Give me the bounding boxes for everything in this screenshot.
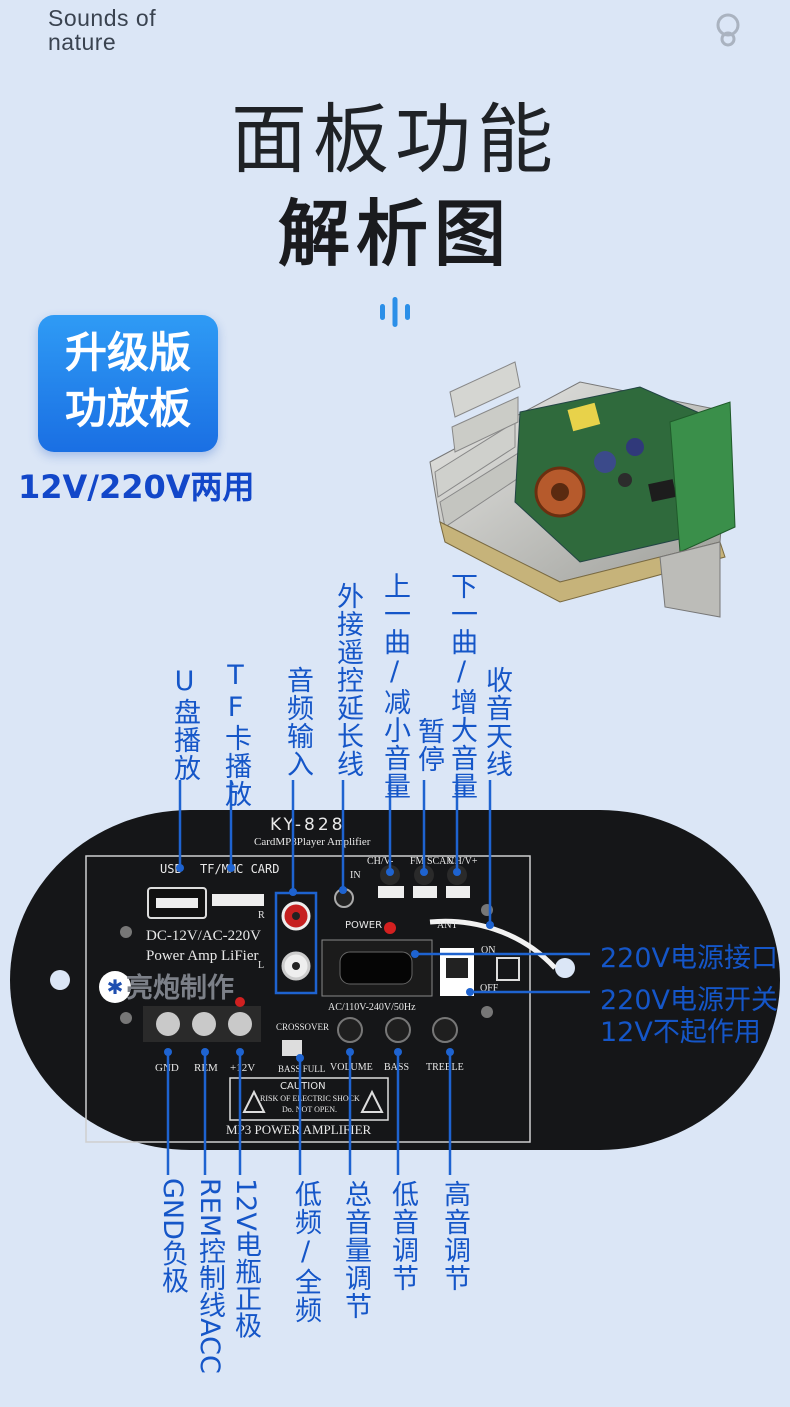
label-volume-adjust: 总音量调节 [340,1180,371,1320]
watermark: 亮炮制作 [126,973,234,1004]
badge-line1: 升级版 [64,328,191,377]
panel-subtitle: CardMP3Player Amplifier [254,836,371,848]
chv-minus-label: CH/V- [367,856,394,867]
label-remote-extension: 外接遥控延长线 [332,582,363,778]
brand-line2: nature [48,29,117,55]
page-subtitle: 解析图 [277,192,512,276]
tf-slot-label: TF/MMC CARD [200,862,280,876]
label-220v-port: 220V电源接口 [600,943,779,974]
caution-label: CAUTION [280,1081,326,1092]
label-usb-play: U盘播放 [169,666,200,782]
antenna-label: ANT [437,920,458,931]
bass-full-label: BASS FULL [278,1064,326,1074]
label-bass-adjust: 低音调节 [387,1180,418,1292]
panel-footer: MP3 POWER AMPLIFIER [226,1122,372,1137]
label-tf-play: TF卡播放 [220,660,251,808]
label-12v-note: 12V不起作用 [600,1017,761,1048]
bass-knob-label: BASS [384,1062,410,1073]
label-next-volume-up: 下一曲/增大音量 [446,572,477,800]
label-treble-adjust: 高音调节 [439,1180,470,1292]
label-prev-volume-down: 上一曲/减小音量 [379,572,410,800]
amplifier-panel: ✱ [10,810,780,1150]
upgrade-badge: 升级版 功放板 [38,315,218,452]
plus12v-terminal-label: +12V [230,1062,256,1074]
label-antenna: 收音天线 [481,666,512,778]
switch-on-label: ON [481,945,496,956]
usb-port-label: USB [160,862,182,876]
bulb-icon [716,13,740,47]
label-bass-full: 低频/全频 [290,1180,321,1324]
in-label: IN [350,870,361,881]
panel-model: KY-828 [270,815,346,835]
label-rem-acc: REM控制线ACC [194,1178,225,1374]
switch-off-label: OFF [480,983,499,994]
label-gnd-negative: GND负极 [157,1178,188,1294]
fmscan-label: FM SCAN [410,856,454,867]
power-indicator-label: POWER [345,920,383,931]
page-title: 面板功能 [231,95,559,184]
volume-knob-label: VOLUME [330,1062,373,1073]
label-audio-input: 音频输入 [282,666,313,778]
crossover-label: CROSSOVER [276,1022,330,1032]
brand-logo: Sounds of nature [48,6,156,54]
amp-label: Power Amp LiFier [146,948,259,964]
risk-label: RISK OF ELECTRIC SHOCK [260,1094,360,1103]
badge-subtitle: 12V/220V两用 [18,468,255,506]
svg-text:✱: ✱ [107,975,124,999]
sound-wave-icon [380,297,410,327]
dc-ac-label: DC-12V/AC-220V [146,928,261,944]
label-pause: 暂停 [413,717,444,773]
treble-knob-label: TREBLE [426,1062,464,1073]
label-220v-switch: 220V电源开关 [600,985,779,1016]
donot-label: Do. NOT OPEN. [282,1105,337,1114]
label-12v-positive: 12V电瓶正极 [230,1178,261,1339]
brand-line1: Sounds of [48,5,157,31]
ac-spec-label: AC/110V-240V/50Hz [328,1002,416,1013]
chv-plus-label: CH/V+ [448,856,478,867]
badge-line2: 功放板 [64,384,191,433]
panel-text-layer: KY-828 CardMP3Player Amplifier USB TF/MM… [0,800,790,1160]
r-channel-label: R [258,910,265,921]
amplifier-board-photo [429,361,736,618]
l-channel-label: L [258,960,265,971]
